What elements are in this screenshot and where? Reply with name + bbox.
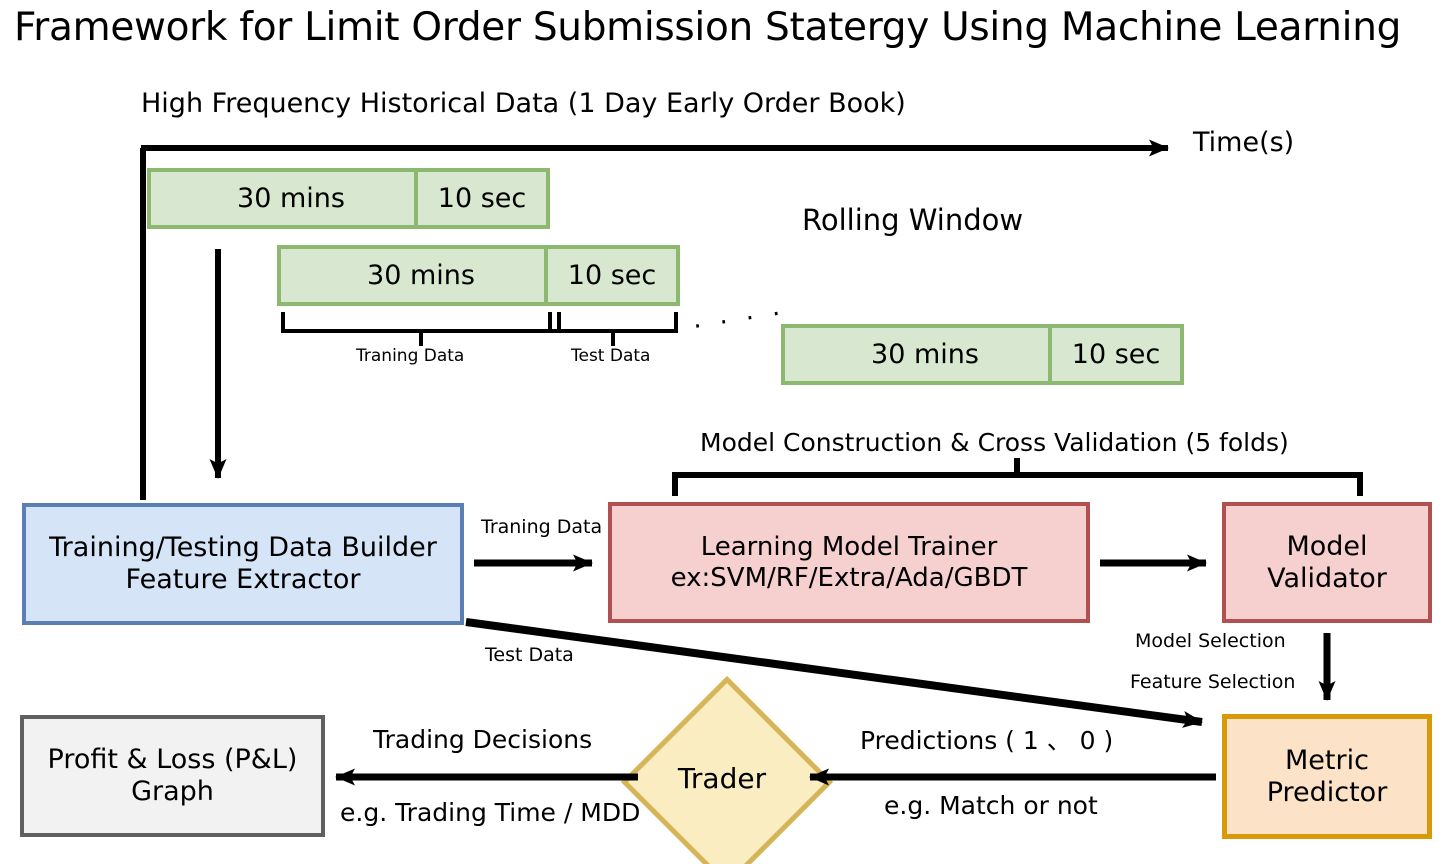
window-1-train-cell: 30 mins — [147, 168, 435, 229]
data-builder-line2: Feature Extractor — [125, 564, 361, 595]
pnl-graph-line1: Profit & Loss (P&L) — [47, 744, 298, 776]
cross-validation-label: Model Construction & Cross Validation (5… — [700, 428, 1289, 457]
model-trainer-box[interactable]: Learning Model Trainer ex:SVM/RF/Extra/A… — [608, 502, 1090, 623]
edge-label-trading-decisions-note: e.g. Trading Time / MDD — [340, 798, 641, 827]
model-validator-text: Model Validator — [1267, 531, 1387, 595]
pnl-graph-text: Profit & Loss (P&L) Graph — [48, 744, 298, 808]
test-data-bracket-label: Test Data — [571, 346, 651, 366]
window-1-train-label: 30 mins — [237, 183, 345, 214]
model-trainer-text: Learning Model Trainer ex:SVM/RF/Extra/A… — [671, 532, 1028, 593]
cross-validation-bracket — [672, 472, 1363, 496]
edge-label-training-data: Traning Data — [481, 516, 603, 538]
model-trainer-line1: Learning Model Trainer — [700, 531, 998, 562]
window-3-test-label: 10 sec — [1071, 339, 1161, 370]
window-2-train-cell: 30 mins — [277, 245, 565, 306]
window-ellipsis: . . . . — [690, 290, 787, 336]
edge-label-feature-selection: Feature Selection — [1130, 671, 1296, 693]
training-data-bracket — [281, 312, 561, 333]
page-title: Framework for Limit Order Submission Sta… — [14, 5, 1402, 50]
pnl-graph-line2: Graph — [131, 776, 214, 807]
edge-label-trading-decisions: Trading Decisions — [373, 725, 593, 754]
data-builder-line1: Training/Testing Data Builder — [49, 532, 437, 564]
window-3-train-label: 30 mins — [871, 339, 979, 370]
model-validator-line1: Model — [1286, 530, 1368, 562]
window-1-test-cell: 10 sec — [414, 168, 550, 229]
edge-label-model-selection: Model Selection — [1135, 630, 1286, 652]
metric-predictor-box[interactable]: Metric Predictor — [1222, 714, 1432, 839]
window-3-test-cell: 10 sec — [1048, 324, 1184, 385]
edge-label-test-data: Test Data — [485, 644, 574, 666]
metric-predictor-text: Metric Predictor — [1267, 745, 1388, 809]
window-1-test-label: 10 sec — [437, 183, 527, 214]
data-builder-text: Training/Testing Data Builder Feature Ex… — [49, 532, 437, 596]
window-3-train-cell: 30 mins — [781, 324, 1069, 385]
window-2-test-cell: 10 sec — [544, 245, 680, 306]
model-validator-box[interactable]: Model Validator — [1222, 502, 1432, 623]
trader-label: Trader — [677, 762, 767, 795]
edge-label-predictions-note: e.g. Match or not — [884, 791, 1098, 820]
model-trainer-line2: ex:SVM/RF/Extra/Ada/GBDT — [670, 562, 1028, 593]
pnl-graph-box[interactable]: Profit & Loss (P&L) Graph — [20, 715, 325, 837]
model-validator-line2: Validator — [1267, 562, 1387, 594]
metric-predictor-line2: Predictor — [1266, 776, 1388, 808]
test-data-bracket — [548, 312, 678, 333]
window-2-test-label: 10 sec — [567, 260, 657, 291]
edge-label-predictions: Predictions ( 1 、 0 ) — [860, 726, 1114, 755]
window-2-train-label: 30 mins — [367, 260, 475, 291]
training-data-bracket-label: Traning Data — [356, 346, 465, 366]
data-builder-box[interactable]: Training/Testing Data Builder Feature Ex… — [22, 503, 464, 625]
builder-to-metric-diagonal-arrow — [465, 618, 1203, 728]
metric-predictor-line1: Metric — [1285, 744, 1369, 776]
time-axis-label: Time(s) — [1193, 127, 1295, 158]
timeline-heading: High Frequency Historical Data (1 Day Ea… — [141, 88, 906, 119]
rolling-window-label: Rolling Window — [802, 203, 1024, 237]
